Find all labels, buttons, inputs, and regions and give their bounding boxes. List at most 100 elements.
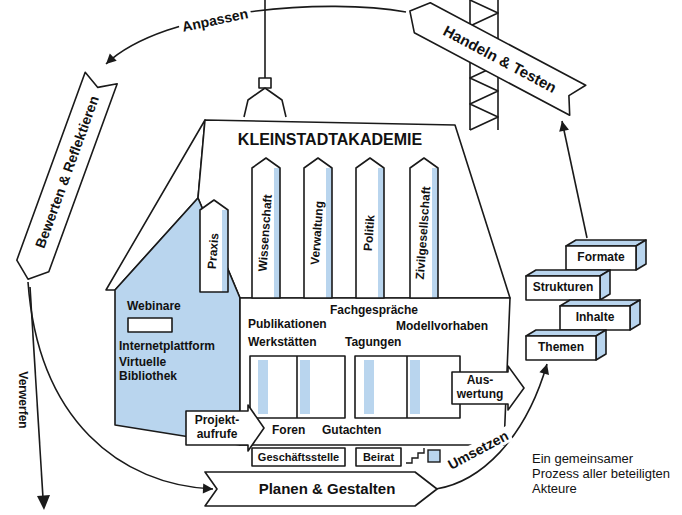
pillar: Verwaltung xyxy=(304,158,332,298)
node-text: Bewerten & Reflektieren xyxy=(32,94,102,251)
block-top xyxy=(526,270,610,276)
pillar: Wissenschaft xyxy=(252,158,280,298)
window-glass xyxy=(258,360,268,414)
arrowhead xyxy=(559,121,569,132)
stairs xyxy=(406,448,424,463)
node-text: Geschäftsstelle xyxy=(258,451,339,464)
pillar-shade xyxy=(378,168,384,298)
block-top xyxy=(526,330,606,336)
arrow-shape xyxy=(452,366,524,410)
building-block: Formate xyxy=(566,246,636,270)
block-front xyxy=(560,306,630,330)
node-text: Aus- wertung xyxy=(456,374,504,402)
pillar-outline xyxy=(356,158,384,298)
sign-board: Beirat xyxy=(356,448,401,466)
window-glass xyxy=(364,360,374,414)
sign-shape xyxy=(356,448,401,466)
text-label: Ein gemeinsamer Prozess aller beteiligte… xyxy=(532,452,672,497)
pillar-outline xyxy=(252,158,280,298)
arrowhead xyxy=(539,364,549,375)
arrow-shape xyxy=(186,405,264,451)
building-block: Strukturen xyxy=(526,276,600,300)
node-text: Planen & Gestalten xyxy=(259,480,396,497)
crane-claw xyxy=(244,88,286,117)
roof xyxy=(198,120,510,298)
pillar-shade xyxy=(274,168,280,298)
building-block: Inhalte xyxy=(560,306,630,330)
text-label: Verwerfen xyxy=(15,371,29,428)
arrowhead xyxy=(203,484,213,494)
process-band: Planen & Gestalten xyxy=(205,472,437,506)
window-mullion xyxy=(296,356,298,418)
pillar-fill xyxy=(410,158,438,298)
node-text: Projekt- aufrufe xyxy=(190,414,244,442)
gable-wall xyxy=(115,198,240,445)
pillar-fill xyxy=(356,158,384,298)
block-side xyxy=(600,270,610,300)
pillar-outline xyxy=(200,200,228,292)
pillar: Zivilgesellschaft xyxy=(410,158,438,298)
node-text: Beirat xyxy=(363,451,394,464)
text-label: Werkstätten xyxy=(248,336,316,350)
connector-line xyxy=(562,121,587,238)
window xyxy=(250,356,345,418)
node-text: Themen xyxy=(538,341,584,355)
window-glass xyxy=(300,360,310,414)
arrow-box: Aus- wertung xyxy=(452,366,524,410)
window-mullion xyxy=(406,356,408,418)
pillar: Politik xyxy=(356,158,384,298)
process-band: Bewerten & Reflektieren xyxy=(15,65,121,283)
crane-hook xyxy=(259,78,271,88)
window xyxy=(355,356,460,418)
node-text: Inhalte xyxy=(576,311,615,325)
block-top xyxy=(566,240,646,246)
pillar-fill xyxy=(200,200,228,292)
pillar-shade xyxy=(222,210,228,292)
window-glass xyxy=(410,360,420,414)
crane-tower xyxy=(469,0,471,130)
text-label: Publikationen xyxy=(248,318,327,332)
text-label: Tagungen xyxy=(345,336,401,350)
connector-line xyxy=(106,6,406,64)
sign-shape xyxy=(252,448,345,466)
pillar-fill xyxy=(304,158,332,298)
node-text: KLEINSTADTAKADEMIE xyxy=(238,131,422,149)
connector xyxy=(106,6,406,64)
band-shape xyxy=(205,472,437,506)
block-side xyxy=(630,300,640,330)
text-label: Internetplattform xyxy=(119,340,215,354)
node-text: Strukturen xyxy=(533,281,594,295)
pillar-outline xyxy=(304,158,332,298)
node-text: Politik xyxy=(362,215,378,252)
sign-board: Geschäftsstelle xyxy=(252,448,345,466)
block-front xyxy=(566,246,636,270)
text-label: Foren xyxy=(272,424,305,438)
text-label: Webinare xyxy=(127,300,181,314)
block-side xyxy=(596,330,606,360)
building-block: Themen xyxy=(526,336,596,360)
arrowhead xyxy=(37,495,50,510)
arrowhead xyxy=(106,53,117,64)
pillar: Praxis xyxy=(200,200,228,292)
pillar-outline xyxy=(410,158,438,298)
text-label: Virtuelle Bibliothek xyxy=(119,356,199,384)
block-front xyxy=(526,276,600,300)
block-side xyxy=(636,240,646,270)
text-label: Modellvorhaben xyxy=(396,320,488,334)
pillar-fill xyxy=(252,158,280,298)
text-label: Gutachten xyxy=(322,424,381,438)
connector xyxy=(559,121,587,238)
band-shape xyxy=(17,72,117,279)
pillar-shade xyxy=(326,168,332,298)
side-window xyxy=(128,318,172,332)
node-text: Handeln & Testen xyxy=(441,22,560,96)
block-top xyxy=(560,300,640,306)
node-text: Praxis xyxy=(206,233,222,270)
process-band: Handeln & Testen xyxy=(405,2,595,118)
node-text: Formate xyxy=(577,251,624,265)
paint-can-body xyxy=(428,450,440,462)
block-front xyxy=(526,336,596,360)
text-label: Fachgespräche xyxy=(330,304,418,318)
arrow-box: Projekt- aufrufe xyxy=(186,405,264,451)
